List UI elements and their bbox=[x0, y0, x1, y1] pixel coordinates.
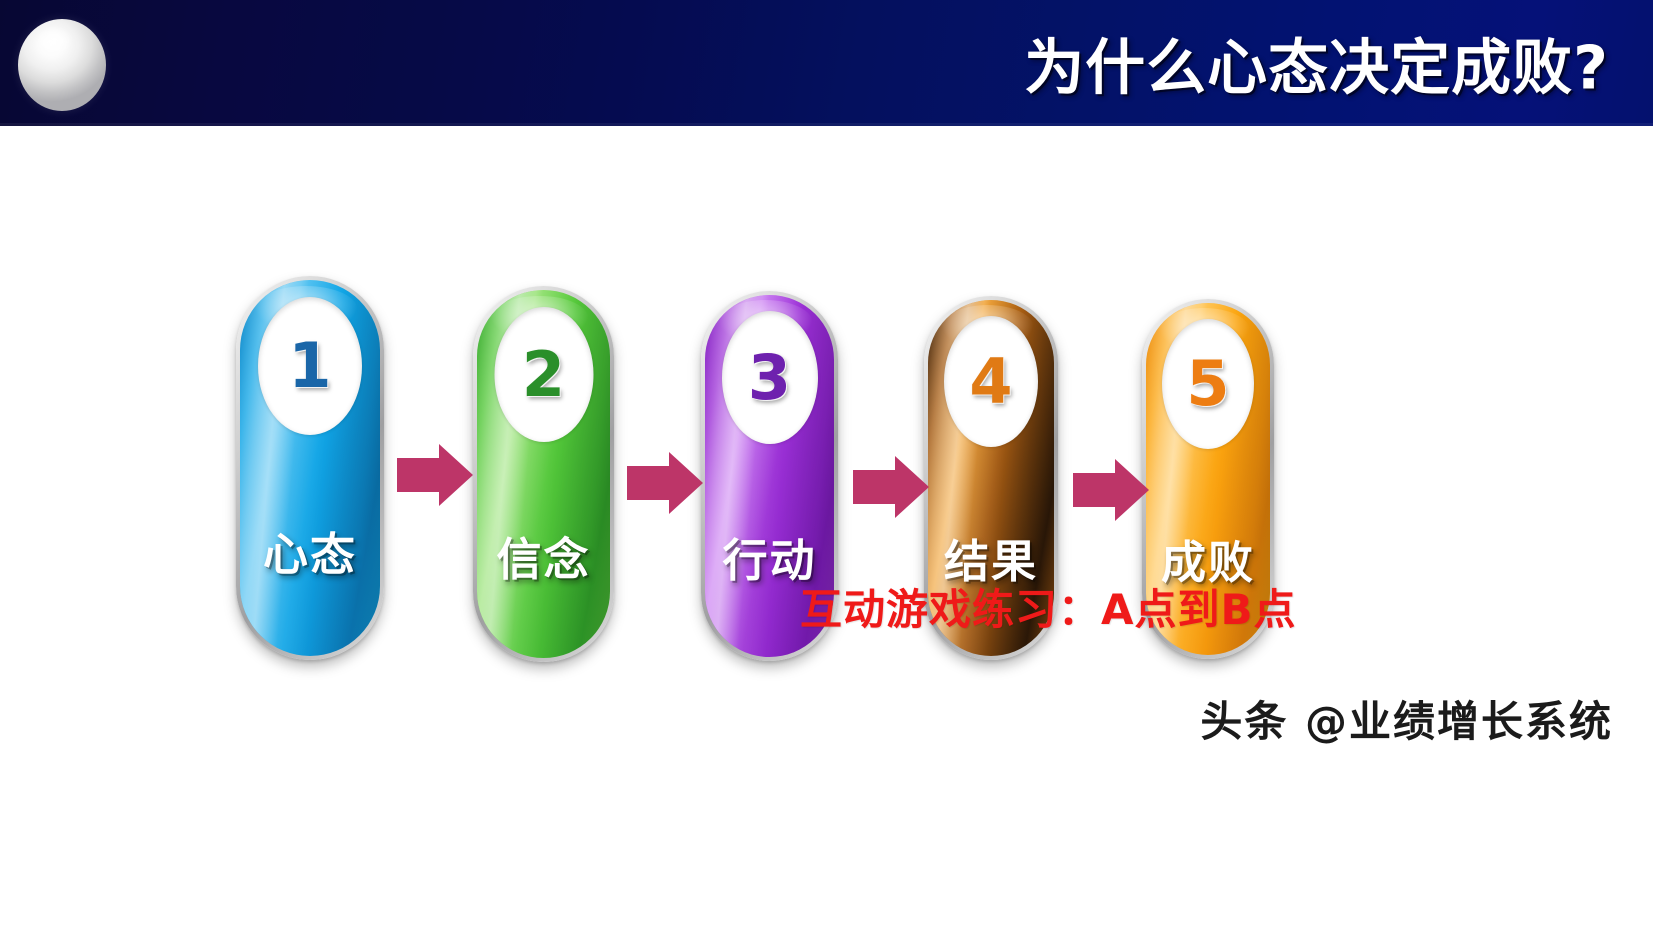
process-step-1[interactable]: 1 心态 bbox=[236, 276, 384, 660]
page-title: 为什么心态决定成败? bbox=[1024, 33, 1609, 104]
step-number-badge: 5 bbox=[1162, 319, 1254, 449]
arrow-head bbox=[669, 452, 703, 514]
step-number-badge: 3 bbox=[721, 311, 818, 444]
step-number: 1 bbox=[288, 329, 332, 402]
step-number-badge: 2 bbox=[494, 307, 593, 442]
step-number: 5 bbox=[1186, 347, 1230, 420]
watermark-text: 头条 @业绩增长系统 bbox=[1200, 697, 1613, 746]
step-number-badge: 4 bbox=[944, 316, 1038, 447]
step-number: 3 bbox=[747, 340, 792, 414]
sphere-icon bbox=[18, 19, 106, 111]
arrow-shaft bbox=[627, 466, 671, 500]
step-label: 结果 bbox=[943, 535, 1038, 588]
arrow-head bbox=[439, 444, 473, 506]
step-label: 成败 bbox=[1160, 536, 1255, 589]
arrow-head bbox=[895, 456, 929, 518]
arrow-head bbox=[1115, 459, 1149, 521]
step-number: 4 bbox=[969, 344, 1013, 418]
arrow-shaft bbox=[853, 470, 897, 504]
step-label: 行动 bbox=[722, 534, 817, 587]
interactive-game-caption: 互动游戏练习：A点到B点 bbox=[800, 585, 1297, 634]
step-number: 2 bbox=[521, 337, 566, 411]
process-step-2[interactable]: 2 信念 bbox=[473, 286, 614, 662]
process-diagram: 1 心态 2 信念 3 行动 4 结果 5 成败 bbox=[0, 126, 1653, 929]
step-label: 信念 bbox=[496, 533, 591, 586]
arrow-shaft bbox=[397, 458, 441, 492]
step-label: 心态 bbox=[262, 528, 357, 581]
arrow-shaft bbox=[1073, 473, 1117, 507]
step-number-badge: 1 bbox=[258, 297, 362, 435]
header-bar: 为什么心态决定成败? bbox=[0, 0, 1653, 126]
